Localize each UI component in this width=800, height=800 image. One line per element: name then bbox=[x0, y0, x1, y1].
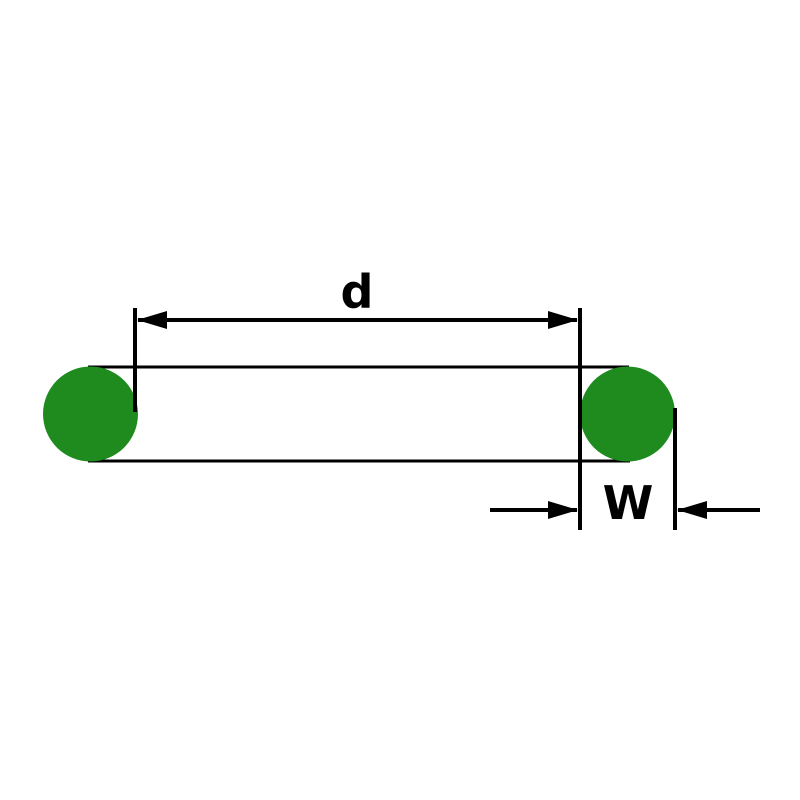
oring-cross-section-right bbox=[580, 366, 675, 462]
oring-cross-section-left bbox=[43, 366, 138, 462]
w-dimension-label: W bbox=[603, 476, 654, 530]
d-dimension-label: d bbox=[341, 265, 374, 319]
